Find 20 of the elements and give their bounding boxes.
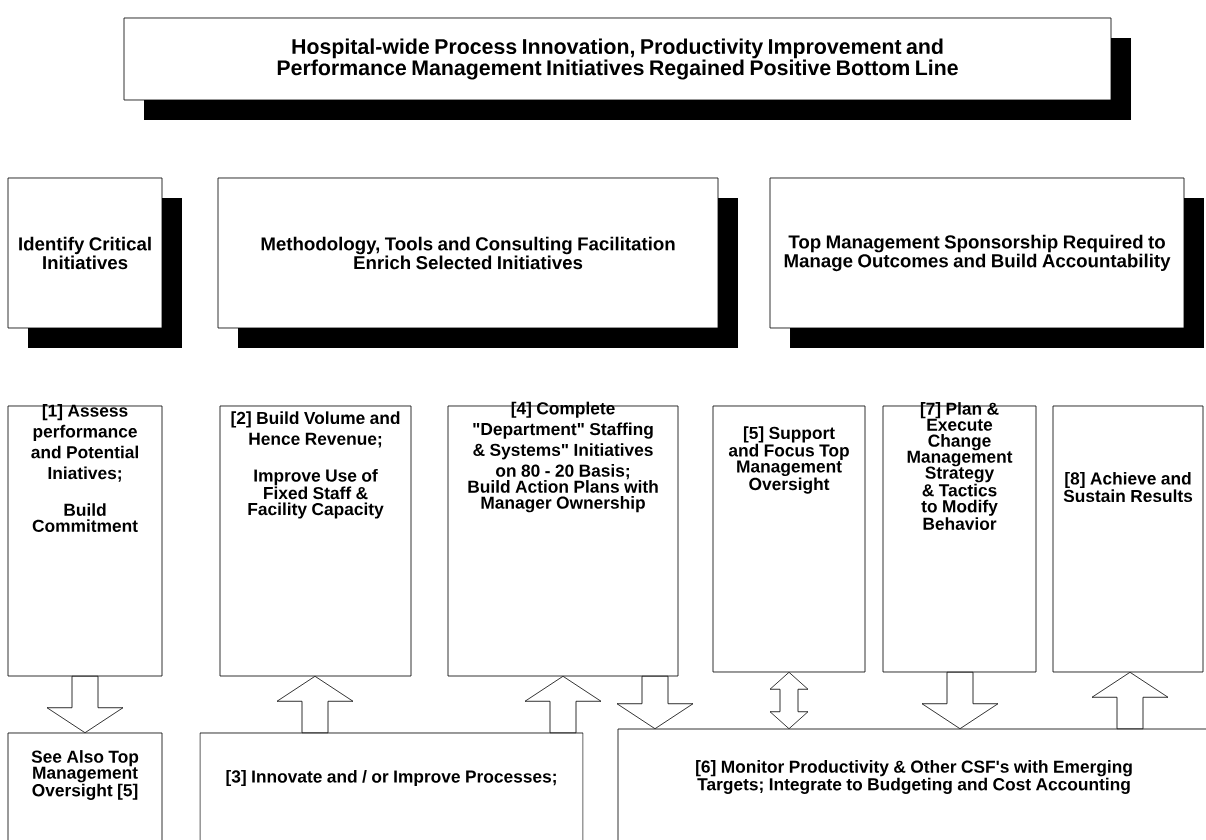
step-box: [4] Complete "Department" Staffing & Systems" Initiatives on 80 - 20 Basis; Build Action Plans with Manager Ownership — [447, 401, 679, 677]
heading-box: Top Management Sponsorship Required to Manage Outcomes and Build Accountability — [769, 177, 1204, 348]
title-box: Hospital-wide Process Innovation, Productivity Improvement and Performance Management Initiatives Regained Positive Bottom Line — [123, 17, 1131, 120]
block-arrow — [276, 675, 354, 734]
block-arrow — [616, 675, 694, 730]
block-arrow — [921, 671, 999, 730]
step-box: [5] Support and Focus Top Management Oversight — [712, 405, 866, 673]
step-box: [3] Innovate and / or Improve Processes; — [199, 732, 584, 840]
heading-box: Methodology, Tools and Consulting Facilitation Enrich Selected Initiatives — [217, 177, 738, 348]
block-arrow — [769, 671, 809, 730]
step-box: [6] Monitor Productivity & Other CSF's with Emerging Targets; Integrate to Budgeting and Cost Accounting — [617, 728, 1206, 840]
block-arrow — [1091, 671, 1169, 730]
step-box: [2] Build Volume and Hence Revenue; Improve Use of Fixed Staff & Facility Capacity — [219, 405, 412, 677]
step-box: [1] Assess performance and Potential Iniatives; Build Commitment — [7, 404, 163, 677]
block-arrow — [524, 675, 602, 734]
step-box: [8] Achieve and Sustain Results — [1052, 405, 1204, 673]
block-arrow — [46, 675, 124, 734]
step-box: [7] Plan & Execute Change Management Strategy & Tactics to Modify Behavior — [882, 402, 1037, 673]
step-box: See Also Top Management Oversight [5] — [7, 732, 163, 840]
heading-box: Identify Critical Initiatives — [7, 177, 182, 348]
